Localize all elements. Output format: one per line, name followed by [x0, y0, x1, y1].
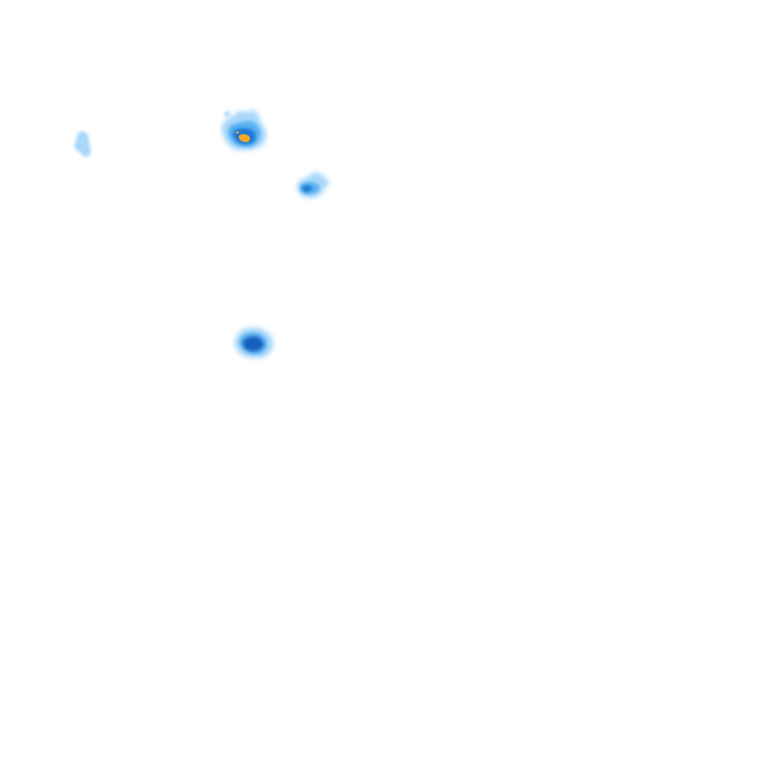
precip-cell-north: [221, 110, 267, 151]
precip-intense-speck: [236, 131, 239, 134]
precip-cell-central: [234, 327, 274, 359]
precip-light-area: [74, 131, 92, 158]
precip-heavy-area: [243, 336, 264, 352]
precip-intense-core: [238, 134, 250, 142]
precip-strong-area: [301, 185, 313, 192]
precip-cell-northeast: [296, 172, 329, 199]
precip-cell-far-west: [74, 131, 92, 158]
precip-light-speck: [223, 111, 231, 117]
